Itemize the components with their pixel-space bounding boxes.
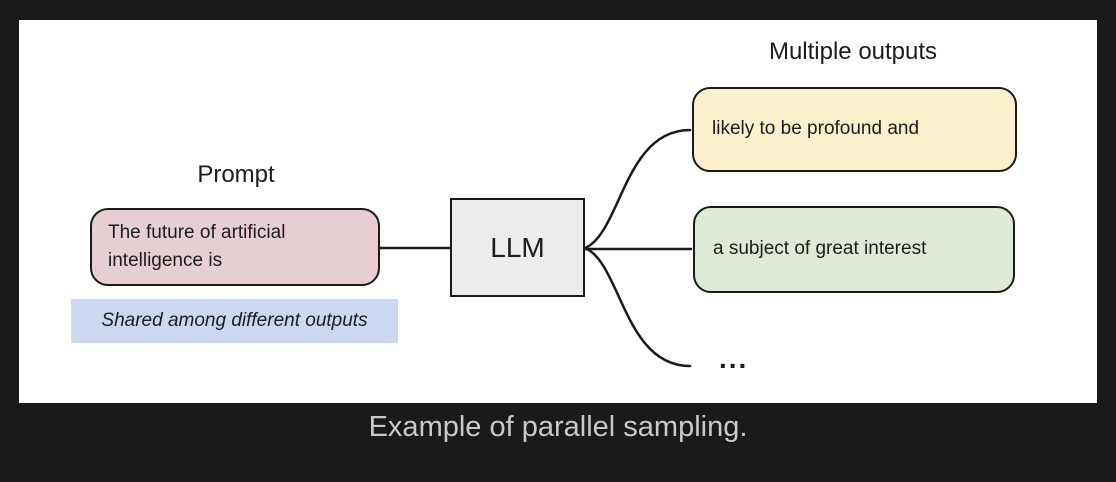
- connector-lines: [378, 128, 693, 368]
- diagram-panel: Prompt The future of artificial intellig…: [19, 20, 1097, 403]
- output-box-first: likely to be profound and: [692, 87, 1017, 172]
- prompt-heading: Prompt: [197, 161, 275, 188]
- more-outputs-ellipsis: ...: [719, 343, 749, 374]
- figure-caption: Example of parallel sampling.: [368, 411, 748, 443]
- prompt-box-text: The future of artificial intelligence is: [108, 221, 286, 272]
- llm-box: LLM: [450, 198, 585, 297]
- output-text-second: a subject of great interest: [713, 238, 927, 260]
- shared-note: Shared among different outputs: [71, 299, 398, 343]
- output-text-first: likely to be profound and: [712, 118, 920, 140]
- outputs-heading: Multiple outputs: [768, 38, 938, 65]
- branch-line-bottom: [583, 246, 692, 368]
- output-box-second: a subject of great interest: [693, 206, 1015, 293]
- llm-label: LLM: [490, 231, 545, 263]
- prompt-box: The future of artificial intelligence is: [90, 208, 380, 286]
- branch-line-top: [583, 128, 692, 250]
